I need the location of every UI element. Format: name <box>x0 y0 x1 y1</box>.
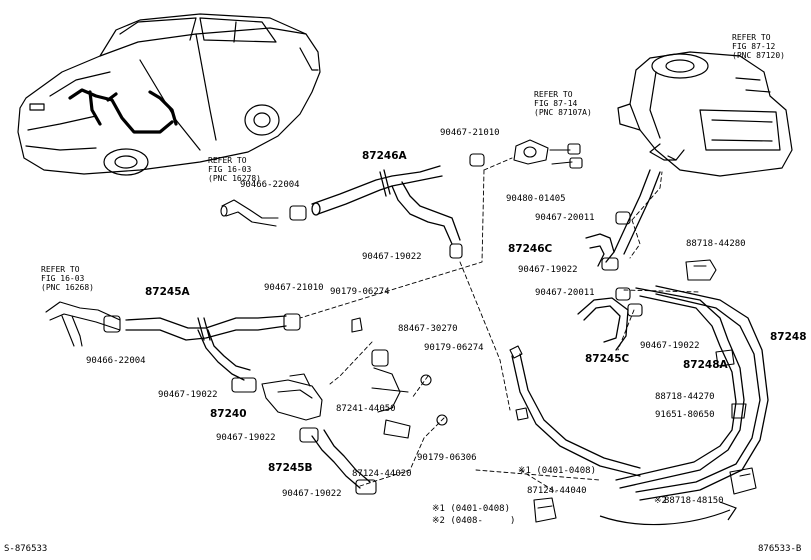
reference-note-fig16-03-b: REFER TO FIG 16-03 (PNC 16268) <box>41 265 94 292</box>
part-label: 90179-06274 <box>424 343 484 353</box>
pipe-87248-top <box>613 169 661 255</box>
hose-87245A <box>125 315 287 381</box>
vehicle-harness <box>68 88 178 134</box>
part-label: 87241-44050 <box>336 404 396 414</box>
hose-87246A <box>311 165 461 245</box>
hose-87246C <box>585 233 615 267</box>
part-label: 87248 <box>770 331 807 343</box>
part-label: 90467-20011 <box>535 288 595 298</box>
footer-left-code: S-876533 <box>4 544 48 554</box>
vehicle-outline <box>17 13 321 176</box>
part-label: 88718-44280 <box>686 239 746 249</box>
part-label: 90466-22004 <box>86 356 146 366</box>
part-label: 88718-48150 <box>664 496 724 506</box>
reference-note-fig87-12: REFER TO FIG 87-12 (PNC 87120) <box>732 33 785 60</box>
part-label: 90467-19022 <box>282 489 342 499</box>
part-label: 88718-44270 <box>655 392 715 402</box>
note-marker-2: ※2 <box>654 496 667 506</box>
part-label: 90467-19022 <box>362 252 422 262</box>
part-label: 90179-06274 <box>330 287 390 297</box>
note-1-range: ※1 (0401-0408) <box>432 504 510 514</box>
direction-arrow <box>599 501 737 526</box>
note-2-range: ※2 (0408- ) <box>432 516 516 526</box>
reference-note-fig87-14: REFER TO FIG 87-14 (PNC 87107A) <box>534 90 592 117</box>
dashed-leaders <box>299 157 701 493</box>
part-label: 90467-19022 <box>158 390 218 400</box>
part-label: 87240 <box>210 408 247 420</box>
part-label: 87124-44020 <box>352 469 412 479</box>
part-label: 87245C <box>585 353 630 365</box>
pipe-87248 <box>511 285 769 501</box>
part-label: 87245B <box>268 462 313 474</box>
hose-87245C <box>577 297 629 351</box>
part-label: 88467-30270 <box>398 324 458 334</box>
hose-87245B <box>311 429 371 489</box>
part-label: 91651-80650 <box>655 410 715 420</box>
part-label: 90467-19022 <box>640 341 700 351</box>
part-label: 87246A <box>362 150 407 162</box>
part-label: 87246C <box>508 243 553 255</box>
part-label: 90179-06306 <box>417 453 477 463</box>
part-label: 90467-19022 <box>216 433 276 443</box>
reference-note-fig16-03-a: REFER TO FIG 16-03 (PNC 16278) <box>208 156 261 183</box>
part-label: 90480-01405 <box>506 194 566 204</box>
part-label: 90467-20011 <box>535 213 595 223</box>
part-label: 90467-21010 <box>440 128 500 138</box>
part-label: 90467-21010 <box>264 283 324 293</box>
footer-right-code: 876533-B <box>758 544 802 554</box>
fittings <box>45 139 757 523</box>
part-label: 90466-22004 <box>240 180 300 190</box>
part-label: 87124-44040 <box>527 486 587 496</box>
note-1-range-top: ※1 (0401-0408) <box>518 466 596 476</box>
part-label: 87248A <box>683 359 728 371</box>
heater-unit-outline <box>617 51 793 177</box>
part-label: 87245A <box>145 286 190 298</box>
part-label: 90467-19022 <box>518 265 578 275</box>
